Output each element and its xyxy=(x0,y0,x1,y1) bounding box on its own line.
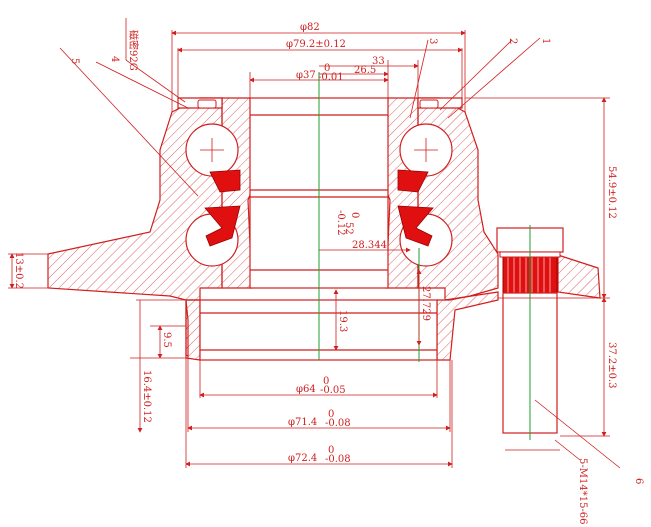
dim-diam-71-4-tol-upper: 0 xyxy=(328,409,334,420)
cage-left-upper xyxy=(209,169,241,193)
spigot-left xyxy=(185,299,201,361)
dim-height-54-9: 54.9±0.12 xyxy=(606,166,617,219)
dim-seal-diameter: φ79.2±0.12 xyxy=(286,39,346,50)
dim-diam-72-4-tol-upper: 0 xyxy=(328,445,334,456)
dim-diam-64: φ64 xyxy=(296,384,316,395)
dim-inner-tol-upper: 0 xyxy=(349,212,360,218)
dim-inner-tol-lower: -0.12 xyxy=(335,210,346,236)
flange-right-lower xyxy=(436,291,499,361)
dim-bore-tol-upper: 0 xyxy=(324,63,330,74)
callout-1: 1 xyxy=(540,38,551,44)
dim-bore-tol-lower: -0.01 xyxy=(318,72,344,83)
cage-left-lower xyxy=(204,205,241,247)
dim-diam-72-4: φ72.4 xyxy=(288,453,317,464)
cages xyxy=(204,169,434,247)
dim-bore-37: φ37 xyxy=(296,70,316,81)
dim-outer-diameter: φ82 xyxy=(300,22,320,33)
dim-27-729: 27.729 xyxy=(420,286,431,321)
cage-right-lower xyxy=(397,205,434,247)
dim-28-344: 28.344 xyxy=(352,240,387,251)
dim-diam-64-tol-lower: -0.05 xyxy=(320,385,346,396)
seal-note: 磁密92G xyxy=(127,30,140,71)
callout-3: 3 xyxy=(427,38,438,44)
callout-4: 4 xyxy=(109,56,120,62)
dimension-labels: φ82 φ79.2±0.12 33 26.5 φ37 0 -0.01 52 0 … xyxy=(13,22,617,525)
dim-flange-13: 13±0.2 xyxy=(13,252,24,289)
callout-labels: 1 2 3 4 5 6 磁密92G xyxy=(69,30,644,484)
flange-right-outer xyxy=(557,254,601,299)
callout-2: 2 xyxy=(507,38,518,44)
callout-leaders xyxy=(59,18,621,469)
dim-diam-64-tol-upper: 0 xyxy=(323,376,329,387)
dim-19-3: 19.3 xyxy=(337,310,348,332)
dim-33: 33 xyxy=(372,56,385,67)
dim-diam-71-4-tol-lower: -0.08 xyxy=(325,418,351,429)
dim-inner-52: 52 xyxy=(343,222,354,235)
dim-9-5: 9.5 xyxy=(161,332,172,348)
dim-height-37-2: 37.2±0.3 xyxy=(606,342,617,389)
callout-6: 6 xyxy=(633,478,644,484)
cage-right-upper xyxy=(397,169,429,193)
callout-5: 5 xyxy=(69,58,80,64)
dim-26-5: 26.5 xyxy=(354,65,376,76)
dim-16-4: 16.4±0.12 xyxy=(141,370,152,423)
dimension-lines xyxy=(8,30,610,468)
dim-bolt-spec: 5-M14*15-66 xyxy=(577,458,588,525)
dim-diam-71-4: φ71.4 xyxy=(288,417,317,428)
dim-diam-72-4-tol-lower: -0.08 xyxy=(325,454,351,465)
seals xyxy=(177,97,463,109)
